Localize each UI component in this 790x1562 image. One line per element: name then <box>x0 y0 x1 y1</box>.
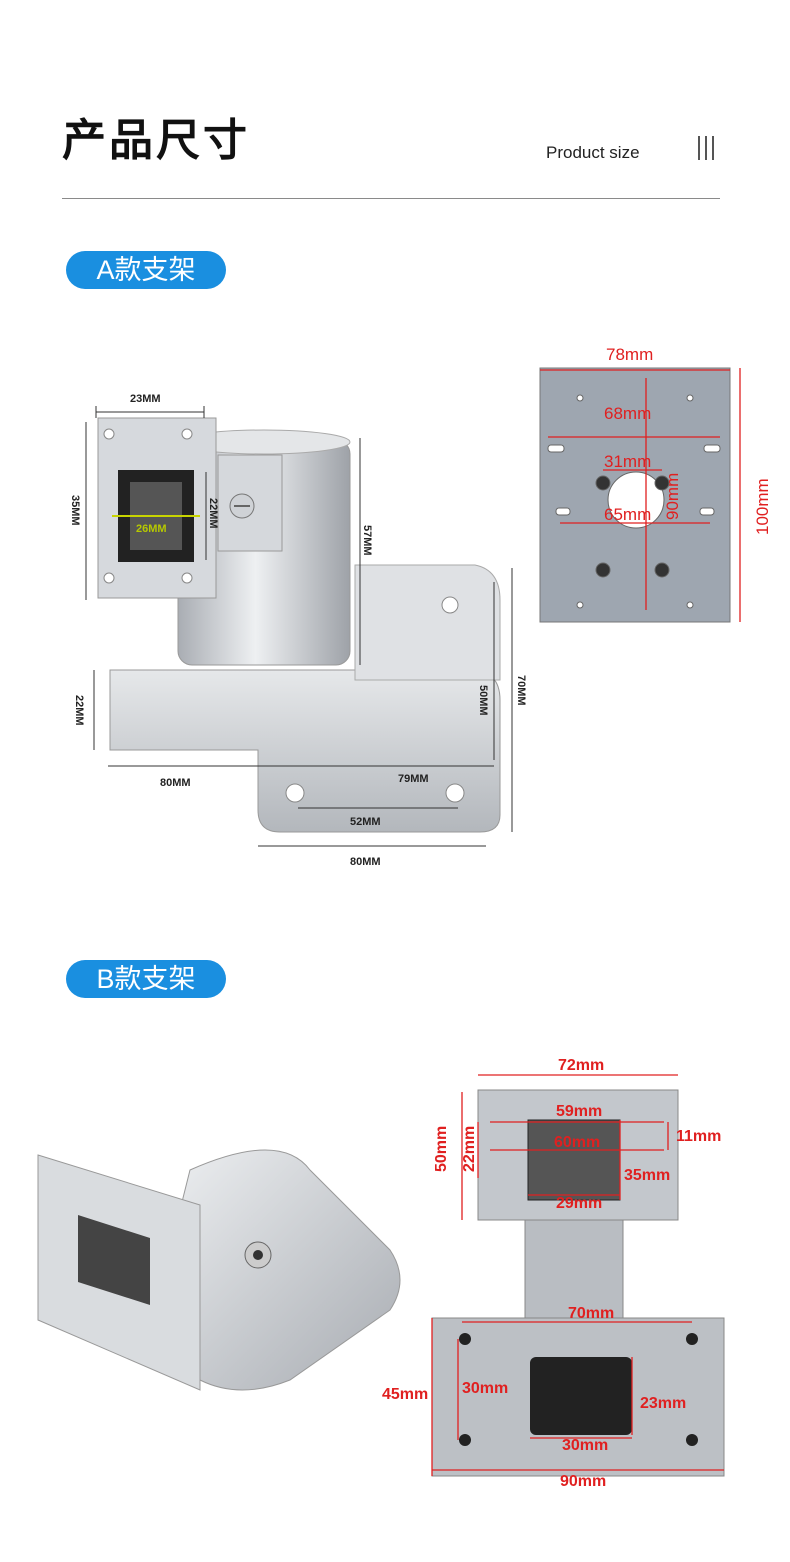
page-title: 产品尺寸 <box>62 115 250 166</box>
plate-dim-78mm: 78mm <box>606 345 653 364</box>
b-dim-72mm: 72mm <box>558 1057 604 1074</box>
dim-26mm: 26MM <box>136 523 167 535</box>
b-dim-30mm-v: 30mm <box>462 1380 508 1397</box>
dim-22mm-base: 22MM <box>73 695 85 726</box>
b-dim-22mm: 22mm <box>461 1126 478 1172</box>
plate-dim-68mm: 68mm <box>604 404 651 423</box>
plate-dim-100mm: 100mm <box>753 478 772 535</box>
plate-dim-65mm: 65mm <box>604 505 651 524</box>
b-dim-30mm-h: 30mm <box>562 1437 608 1454</box>
b-dim-70mm: 70mm <box>568 1305 614 1322</box>
b-dim-59mm: 59mm <box>556 1103 602 1120</box>
b-dim-50mm: 50mm <box>433 1126 450 1172</box>
dim-80mm-base: 80MM <box>160 777 191 789</box>
b-dim-11mm: 11mm <box>676 1128 721 1145</box>
plate-dim-90mm: 90mm <box>663 473 682 520</box>
dim-50mm: 50MM <box>477 685 489 716</box>
section-a-badge: A款支架 <box>66 251 226 289</box>
dim-80mm-foot: 80MM <box>350 856 381 868</box>
bracket-a-diagram: 23MM 35MM 22MM 26MM 57MM 22MM 80MM 79MM … <box>69 345 772 868</box>
bracket-b-body <box>159 1149 401 1391</box>
b-dim-90mm: 90mm <box>560 1473 606 1490</box>
b-dim-60mm: 60mm <box>554 1134 600 1151</box>
dim-23mm: 23MM <box>130 393 161 405</box>
dim-35mm: 35MM <box>69 495 81 526</box>
page-subtitle: Product size <box>546 143 640 162</box>
dim-70mm: 70MM <box>515 675 527 706</box>
dim-52mm: 52MM <box>350 816 381 828</box>
header-divider <box>62 198 720 199</box>
b-dim-45mm: 45mm <box>382 1386 428 1403</box>
b-dim-29mm: 29mm <box>556 1195 602 1212</box>
dim-22mm-inner: 22MM <box>207 498 219 529</box>
dim-79mm: 79MM <box>398 773 429 785</box>
section-b-badge: B款支架 <box>66 960 226 998</box>
vertical-bars-icon <box>698 136 718 160</box>
b-dim-23mm: 23mm <box>640 1395 686 1412</box>
bracket-a-back-plate <box>354 564 501 681</box>
bracket-b-diagram: 72mm 59mm 60mm 11mm 50mm 22mm 35mm 29mm … <box>37 1057 725 1490</box>
plate-dim-31mm: 31mm <box>604 452 651 471</box>
b-dim-35mm: 35mm <box>624 1167 670 1184</box>
dim-57mm: 57MM <box>361 525 373 556</box>
